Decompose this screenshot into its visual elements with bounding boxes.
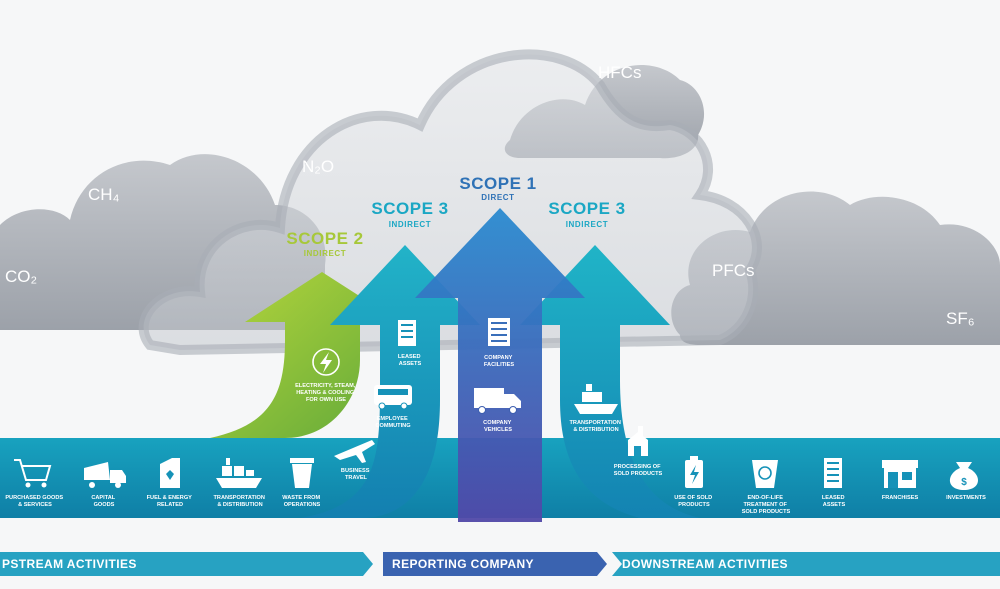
leased-building-icon: [824, 458, 842, 488]
electricity-label: ELECTRICITY, STEAM, HEATING & COOLING FO…: [295, 383, 357, 403]
downstream-transport-label: TRANSPORTATION & DISTRIBUTION: [570, 420, 623, 433]
scope3-upstream-title: SCOPE 3: [371, 199, 448, 218]
scope3-upstream-title-group: SCOPE 3 INDIRECT: [371, 199, 448, 229]
storefront-icon: [882, 460, 918, 488]
scope2-title: SCOPE 2: [286, 229, 363, 248]
company-facilities-label: COMPANY FACILITIES: [484, 355, 514, 368]
waste-bin-icon: [290, 458, 314, 488]
cart-icon: [14, 459, 52, 488]
company-building-icon: [488, 318, 510, 346]
scope3-downstream-title-group: SCOPE 3 INDIRECT: [548, 199, 625, 229]
scope3-upstream-subtitle: INDIRECT: [389, 220, 432, 229]
purchased-goods-label: PURCHASED GOODS & SERVICES: [5, 495, 64, 508]
scope3-upstream-arrow: [300, 245, 480, 518]
gas-ch4-label: CH₄: [88, 185, 120, 204]
capital-goods-label: CAPITAL GOODS: [91, 495, 116, 508]
scope2-title-group: SCOPE 2 INDIRECT: [286, 229, 363, 258]
end-of-life-label: END-OF-LIFE TREATMENT OF SOLD PRODUCTS: [742, 495, 791, 515]
upstream-bar-label: PSTREAM ACTIVITIES: [2, 557, 137, 571]
gas-co2-label: CO₂: [5, 267, 37, 286]
investments-label: INVESTMENTS: [946, 495, 986, 501]
company-vehicles-label: COMPANY VEHICLES: [483, 420, 513, 433]
downstream-leased-assets-label: LEASED ASSETS: [822, 495, 846, 508]
reporting-company-bar-label: REPORTING COMPANY: [392, 557, 534, 571]
gas-hfcs-label: HFCs: [598, 63, 641, 82]
downstream-bar-label: DOWNSTREAM ACTIVITIES: [622, 557, 788, 571]
battery-icon: [685, 456, 703, 488]
recycle-bin-icon: [752, 460, 778, 488]
fuel-can-icon: [160, 458, 180, 488]
gas-pfcs-label: PFCs: [712, 261, 755, 280]
franchises-label: FRANCHISES: [882, 495, 919, 501]
scope3-downstream-subtitle: INDIRECT: [566, 220, 609, 229]
waste-label: WASTE FROM OPERATIONS: [282, 495, 321, 508]
factory-icon: [628, 426, 648, 456]
gas-n2o-label: N₂O: [302, 157, 334, 176]
gas-sf6-label: SF₆: [946, 309, 975, 328]
scope1-title: SCOPE 1: [459, 174, 536, 193]
employee-commuting-label: EMPLOYEE COMMUTING: [375, 416, 410, 429]
dump-truck-icon: [84, 462, 126, 488]
money-bag-icon: $: [949, 462, 979, 490]
electricity-icon: [312, 348, 340, 376]
svg-text:$: $: [961, 477, 967, 488]
truck-icon: [474, 388, 521, 414]
scope1-title-group: SCOPE 1 DIRECT: [459, 174, 536, 202]
use-of-sold-label: USE OF SOLD PRODUCTS: [674, 495, 713, 508]
scope1-subtitle: DIRECT: [481, 193, 514, 202]
scope2-subtitle: INDIRECT: [304, 249, 347, 258]
ship-icon: [574, 384, 618, 414]
business-travel-label: BUSINESS TRAVEL: [341, 468, 371, 481]
scope1-arrow: [415, 208, 585, 522]
leased-assets-label: LEASED ASSETS: [398, 354, 422, 367]
fuel-energy-label: FUEL & ENERGY RELATED: [147, 495, 194, 508]
airplane-icon: [334, 440, 375, 463]
building-icon: [398, 320, 416, 346]
bus-icon: [374, 385, 412, 410]
scope3-downstream-title: SCOPE 3: [548, 199, 625, 218]
reporting-company-bar: REPORTING COMPANY: [383, 552, 607, 576]
scope3-downstream-arrow: [520, 245, 700, 518]
upstream-bar: PSTREAM ACTIVITIES: [0, 552, 373, 576]
processing-label: PROCESSING OF SOLD PRODUCTS: [614, 464, 663, 477]
cargo-ship-icon: [216, 458, 262, 488]
downstream-bar: DOWNSTREAM ACTIVITIES: [612, 552, 1000, 576]
upstream-transport-label: TRANSPORTATION & DISTRIBUTION: [214, 495, 267, 508]
